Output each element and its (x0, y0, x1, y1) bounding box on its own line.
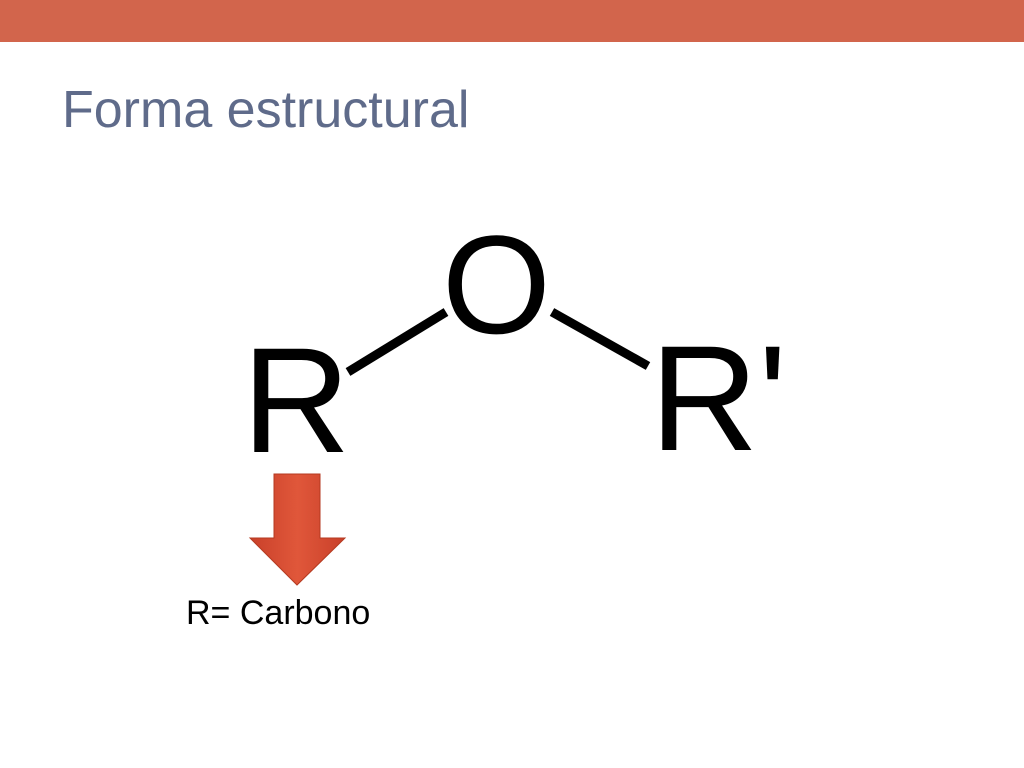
down-arrow-icon (248, 473, 347, 586)
bond-left (345, 308, 449, 376)
atom-r-prime: R' (650, 314, 787, 482)
atom-oxygen: O (442, 206, 551, 363)
r-definition-caption: R= Carbono (186, 594, 371, 632)
bond-right (549, 308, 651, 370)
slide-title: Forma estructural (62, 81, 470, 139)
atom-r-left: R (242, 316, 350, 484)
top-accent-bar (0, 0, 1024, 42)
